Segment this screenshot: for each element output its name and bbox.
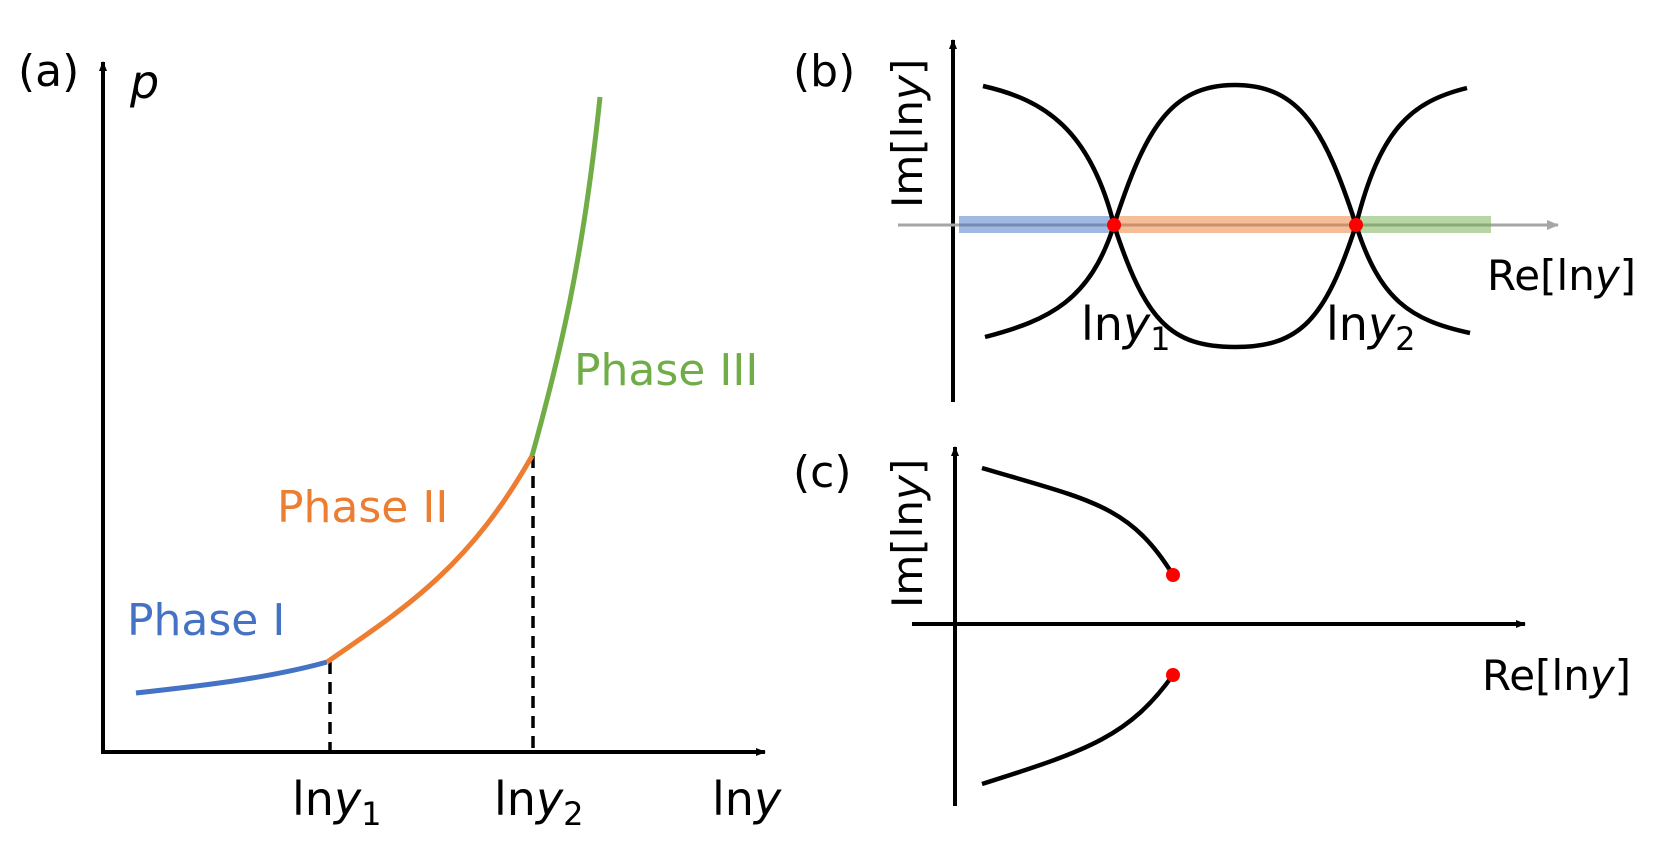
panel-b-curve-upper-right (1353, 85, 1468, 226)
panel-b-curve-lower-left (984, 224, 1117, 340)
panel-a: (a) p Phase I Phase II Phase III lny1 ln… (18, 46, 782, 833)
panel-c-y-axis-label: Im[lny] (883, 459, 932, 608)
panel-a-x-axis-label: lny (712, 772, 782, 826)
band-phase-3 (1356, 216, 1491, 233)
tick-label-ln-y2: lny2 (494, 772, 584, 833)
panel-c-point-lower (1166, 668, 1180, 682)
panel-b-point-ln-y2 (1349, 218, 1363, 232)
panel-b-label-ln-y2: lny2 (1326, 297, 1416, 358)
panel-c-point-upper (1166, 568, 1180, 582)
panel-b-curve-upper-left (982, 83, 1117, 226)
panel-a-y-axis-label: p (129, 55, 159, 109)
phase-2-curve (325, 454, 535, 665)
band-phase-2 (1114, 216, 1356, 233)
phase-1-label: Phase I (127, 595, 285, 646)
panel-b-curve-lower-right (1353, 224, 1471, 336)
panel-c: (c) Im[lny] Re[lny] (793, 446, 1631, 806)
phase-2-label: Phase II (277, 482, 448, 533)
phase-3-curve (529, 96, 603, 457)
tick-label-ln-y1: lny1 (292, 772, 382, 833)
panel-b-x-axis-label: Re[lny] (1487, 251, 1636, 300)
phase-3-label: Phase III (574, 345, 758, 396)
panel-c-curve-lower (981, 673, 1175, 787)
panel-c-label: (c) (793, 447, 852, 498)
panel-b-label-ln-y1: lny1 (1081, 297, 1171, 358)
panel-b-curve-upper-arch (1111, 82, 1359, 226)
panel-b-curve-lower-arch (1111, 224, 1359, 350)
band-phase-1 (959, 216, 1114, 233)
phase-1-curve (135, 659, 328, 696)
panel-c-curve-upper (981, 465, 1175, 577)
panel-c-x-axis-label: Re[lny] (1482, 651, 1631, 700)
panel-b-y-axis-label: Im[lny] (883, 59, 932, 208)
panel-b-label: (b) (793, 46, 855, 97)
panel-b: (b) Im[lny] lny1 lny2 Re[lny] (793, 39, 1636, 402)
panel-a-label: (a) (18, 46, 79, 97)
panel-b-point-ln-y1 (1107, 218, 1121, 232)
